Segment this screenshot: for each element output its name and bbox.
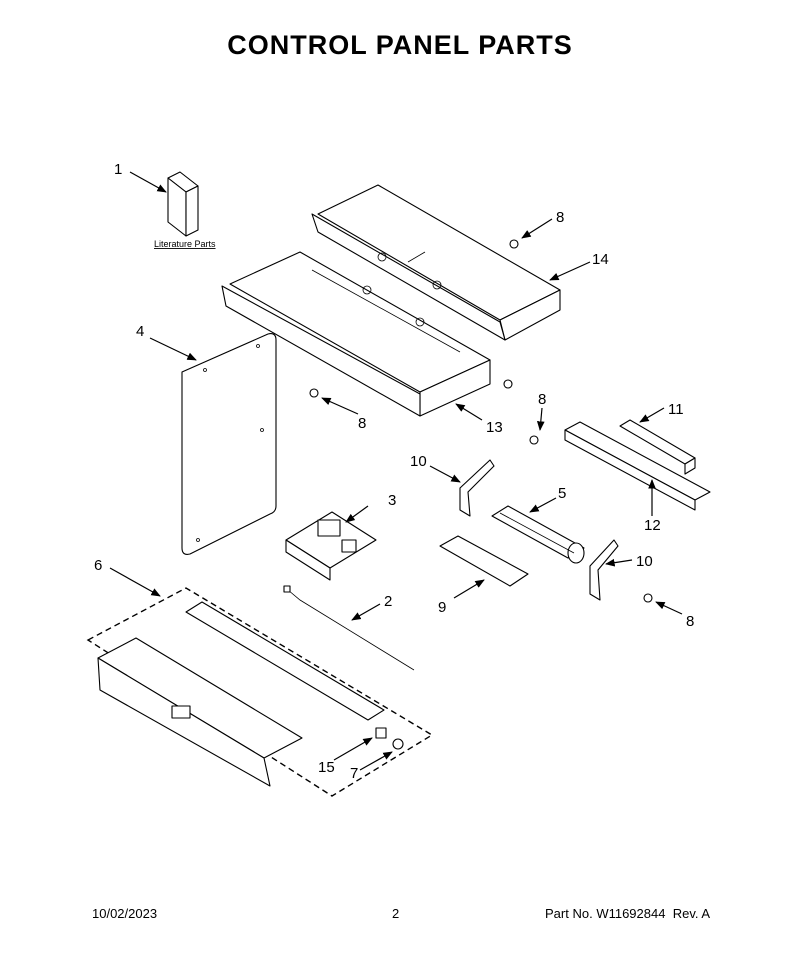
control-panel-assembly[interactable] (86, 587, 434, 797)
control-board[interactable] (285, 511, 377, 581)
callout-10: 10 (410, 453, 427, 470)
callout-10: 10 (636, 553, 653, 570)
part-number: W11692844 (596, 906, 666, 921)
screw-8-mid[interactable] (503, 379, 513, 389)
callout-11: 11 (668, 401, 684, 418)
callout-8: 8 (686, 613, 694, 630)
screw-8-left[interactable] (309, 388, 319, 398)
callout-12: 12 (644, 517, 661, 534)
callout-5: 5 (558, 485, 566, 502)
literature-parts-label: Literature Parts (154, 239, 216, 249)
callout-8: 8 (556, 209, 564, 226)
callout-8: 8 (538, 391, 546, 408)
lower-cover[interactable] (221, 251, 491, 417)
rail-bracket-part-12[interactable] (564, 421, 711, 511)
screw-8-right[interactable] (643, 593, 653, 603)
callout-2: 2 (384, 593, 392, 610)
callout-1: 1 (114, 161, 122, 178)
rev-value: A (701, 906, 711, 921)
callout-14: 14 (592, 251, 609, 268)
screw-8-bracket[interactable] (529, 435, 539, 445)
callout-15: 15 (318, 759, 335, 776)
wire-harness[interactable] (283, 585, 415, 671)
blower-fan[interactable] (491, 505, 585, 564)
footer-part-number: Part No. W11692844 Rev. A (545, 906, 710, 921)
clip-part-15[interactable] (375, 727, 387, 739)
fan-bracket-right[interactable] (589, 539, 619, 601)
callout-3: 3 (388, 492, 396, 509)
screw-8-top[interactable] (509, 239, 519, 249)
literature-booklet[interactable] (167, 171, 199, 237)
callout-6: 6 (94, 557, 102, 574)
footer-page-number: 2 (392, 906, 400, 921)
side-panel[interactable] (181, 333, 277, 555)
rev-label: Rev. (672, 906, 699, 921)
callout-9: 9 (438, 599, 446, 616)
callout-4: 4 (136, 323, 144, 340)
callout-7: 7 (350, 765, 358, 782)
strip-part-11[interactable] (619, 419, 696, 475)
footer-date: 10/02/2023 (92, 906, 158, 921)
screw-part-7[interactable] (392, 738, 404, 750)
page-title: CONTROL PANEL PARTS (227, 30, 573, 60)
top-cover[interactable] (311, 184, 561, 341)
callout-13: 13 (486, 419, 503, 436)
callout-8: 8 (358, 415, 366, 432)
fan-bracket-left[interactable] (459, 459, 495, 517)
part-label: Part No. (545, 906, 593, 921)
air-deflector[interactable] (439, 535, 529, 587)
